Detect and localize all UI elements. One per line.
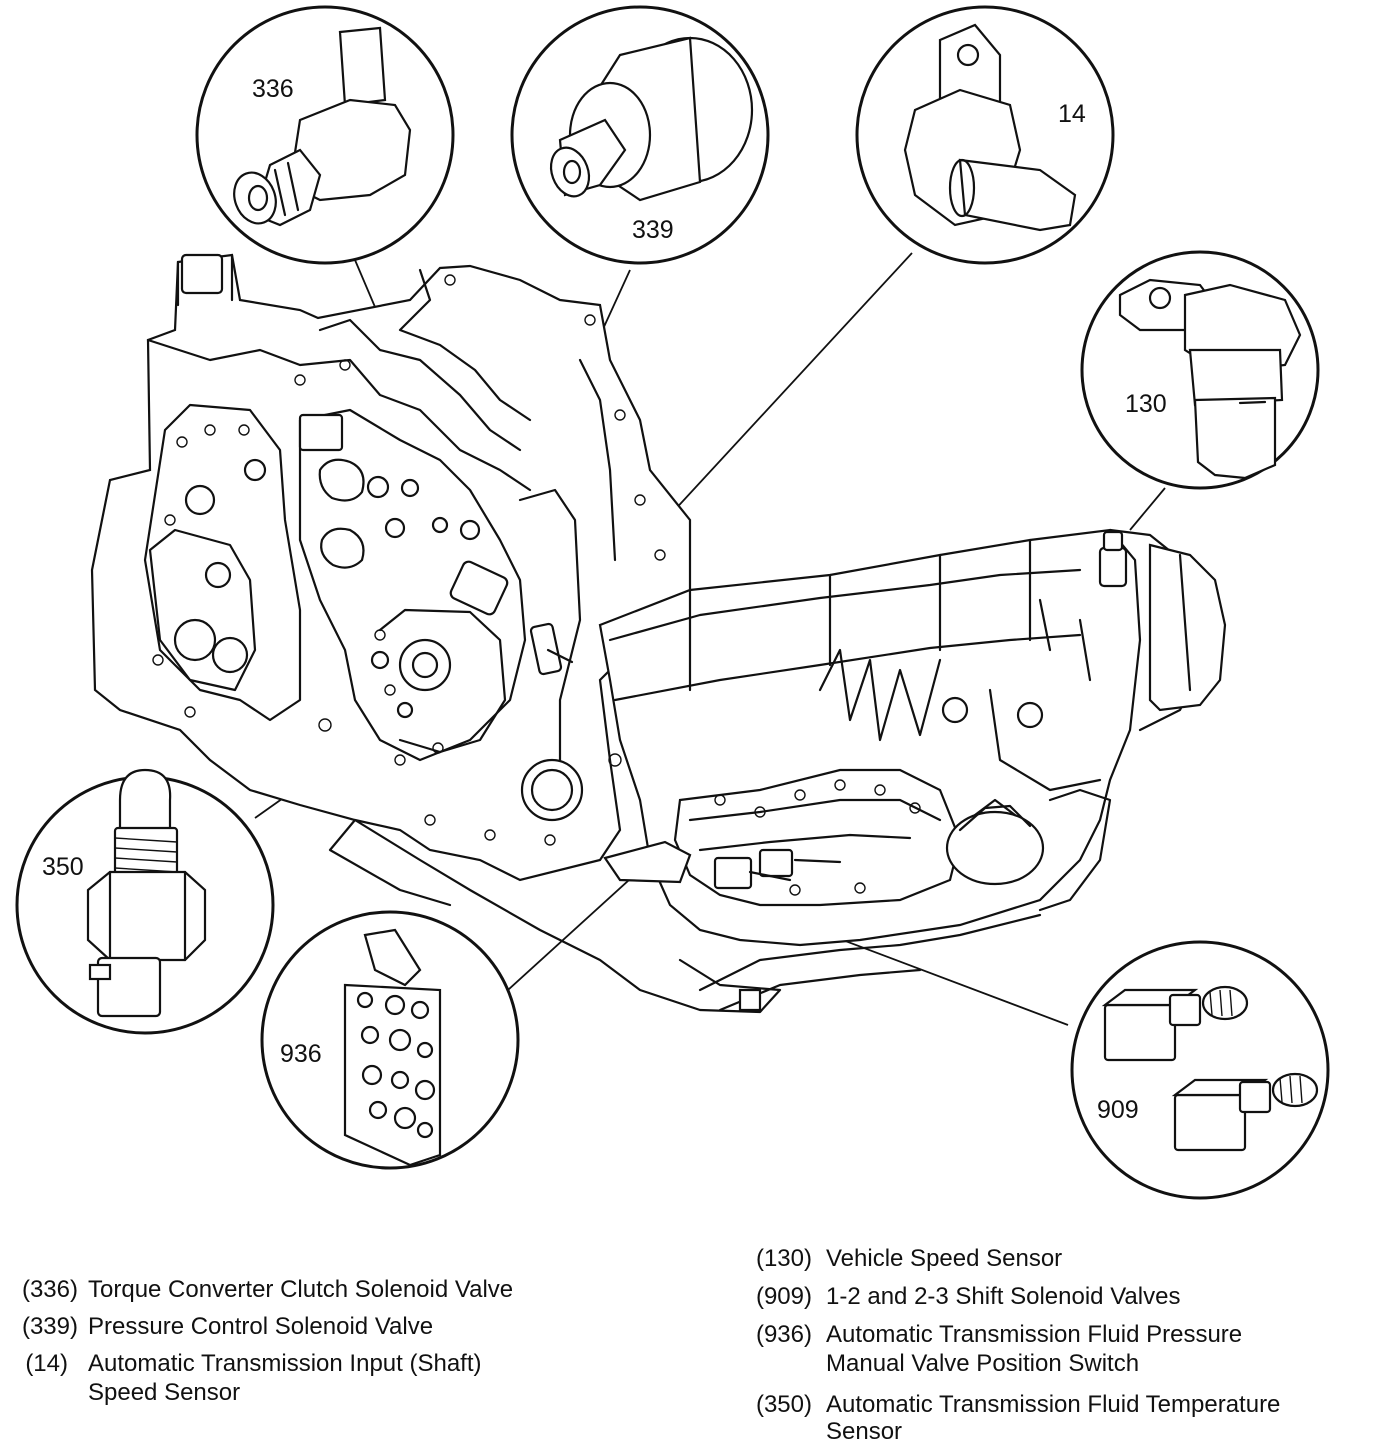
legend-desc: Manual Valve Position Switch	[826, 1350, 1140, 1377]
legend-desc: Automatic Transmission Input (Shaft)	[88, 1350, 482, 1377]
tcc-solenoid-valve-illustration	[233, 26, 412, 227]
fluid-temperature-sensor-illustration	[86, 768, 207, 1018]
legend-code: (130)	[755, 1245, 812, 1272]
transmission-body	[90, 253, 1227, 1014]
callout-label-909: 909	[1097, 1096, 1139, 1124]
legend-code: (14)	[25, 1350, 68, 1377]
leader-936	[507, 869, 641, 991]
callout-label-936: 936	[280, 1040, 322, 1068]
callout-130: 130	[1080, 250, 1320, 490]
legend-left: (336) Torque Converter Clutch Solenoid V…	[6, 1275, 686, 1445]
legend-code: (336)	[21, 1276, 78, 1303]
legend-right: (130) Vehicle Speed Sensor (909) 1-2 and…	[748, 1244, 1370, 1446]
callout-label-336: 336	[252, 75, 294, 103]
callout-336: 336	[195, 5, 455, 265]
transmission-diagram: 336 339 14	[15, 5, 1330, 1200]
pressure-control-solenoid-illustration	[549, 36, 754, 202]
legend-code: (339)	[21, 1313, 78, 1340]
pressure-manual-valve-switch-illustration	[343, 928, 442, 1167]
input-speed-sensor-illustration	[903, 23, 1077, 232]
callout-label-350: 350	[42, 853, 84, 881]
legend-code: (350)	[755, 1391, 812, 1418]
callout-339: 339	[510, 5, 770, 265]
callout-936: 936	[260, 910, 520, 1170]
legend-desc: Vehicle Speed Sensor	[826, 1245, 1063, 1272]
vehicle-speed-sensor-illustration	[1118, 278, 1302, 480]
callout-label-339: 339	[632, 216, 674, 244]
legend-desc: Pressure Control Solenoid Valve	[88, 1313, 434, 1340]
callout-circle-909	[1070, 940, 1330, 1200]
shift-solenoid-valves-illustration	[1101, 985, 1319, 1152]
callout-14: 14	[855, 5, 1115, 265]
legend-desc: Speed Sensor	[88, 1379, 241, 1406]
callout-label-14: 14	[1058, 100, 1086, 128]
callout-label-130: 130	[1125, 390, 1167, 418]
legend-desc: Automatic Transmission Fluid Temperature	[826, 1391, 1281, 1418]
legend-desc: Sensor	[826, 1418, 903, 1445]
legend-code: (909)	[755, 1283, 812, 1310]
legend-desc: Automatic Transmission Fluid Pressure	[826, 1321, 1243, 1348]
legend-code: (936)	[755, 1321, 812, 1348]
callout-909: 909	[1070, 940, 1330, 1200]
callout-350: 350	[15, 768, 275, 1035]
legend-desc: Torque Converter Clutch Solenoid Valve	[88, 1276, 514, 1303]
leader-130	[1129, 487, 1166, 531]
legend-desc: 1-2 and 2-3 Shift Solenoid Valves	[826, 1283, 1181, 1310]
